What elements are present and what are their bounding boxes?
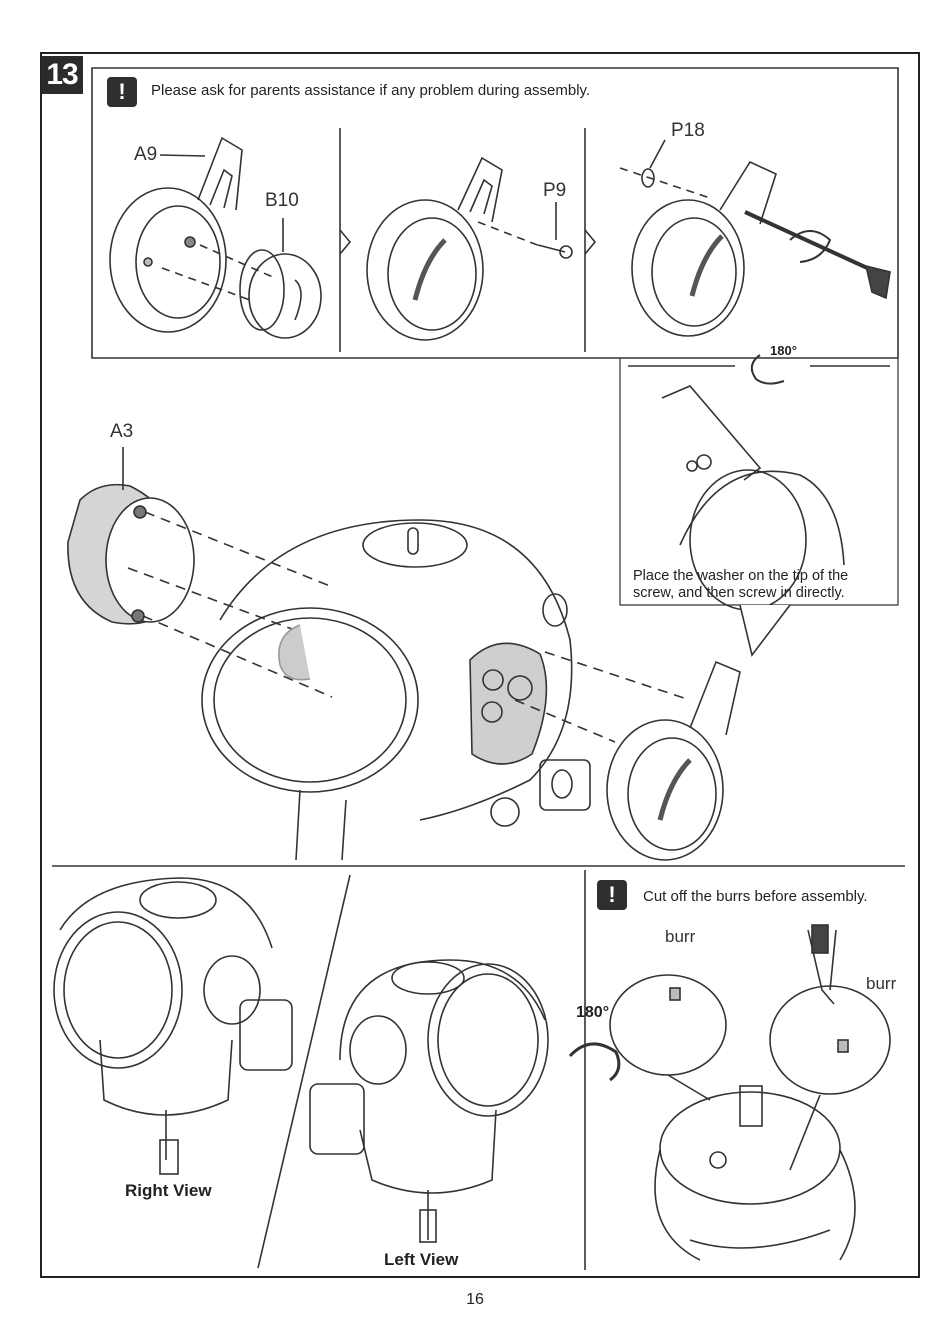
- left-view-robot: [310, 960, 548, 1242]
- part-label-a9: A9: [134, 144, 157, 166]
- exclamation-icon: !: [107, 77, 137, 107]
- p9-guide-line: [478, 222, 540, 246]
- part-label-p18: P18: [671, 120, 705, 142]
- part-label-a3: A3: [110, 421, 133, 443]
- cutter-icon: [808, 925, 836, 1004]
- left-view-label: Left View: [384, 1250, 458, 1270]
- p18-leader: [650, 140, 665, 168]
- assistance-warning-text: Please ask for parents assistance if any…: [151, 82, 590, 99]
- rotate-arrow-icon: [752, 355, 784, 384]
- chevron-2: [585, 230, 595, 254]
- a9-wheel-4: [607, 662, 740, 860]
- a9-wheel-1: [110, 138, 242, 332]
- a9-wheel-2: [367, 158, 502, 340]
- part-label-b10: B10: [265, 190, 299, 212]
- burr-closeup-left: [610, 975, 726, 1100]
- burr-label-left: burr: [665, 927, 695, 947]
- view-divider: [258, 875, 350, 1268]
- burr-warning-text: Cut off the burrs before assembly.: [643, 888, 868, 905]
- exclamation-icon: !: [597, 880, 627, 910]
- robot-base-top: [655, 1086, 855, 1260]
- burr-closeup-right: [770, 986, 890, 1170]
- rotation-label: 180°: [770, 343, 797, 358]
- right-view-label: Right View: [125, 1181, 212, 1201]
- right-view-robot: [54, 878, 292, 1174]
- callout-line-2: screw, and then screw in directly.: [633, 585, 845, 602]
- screwdriver: [745, 212, 890, 298]
- rotation-label-burr: 180°: [576, 1004, 609, 1022]
- b10-guide-lines: [162, 245, 275, 300]
- p9-screw: [538, 245, 572, 258]
- callout-pointer: [740, 605, 790, 655]
- a3-ring: [68, 485, 194, 624]
- b10-cap: [240, 250, 321, 338]
- robot-head: [202, 520, 590, 860]
- burr-label-right: burr: [866, 974, 896, 994]
- chevron-1: [340, 230, 350, 254]
- callout-line-1: Place the washer on the tip of the: [633, 568, 848, 585]
- rotate-arrow-icon-2: [570, 1044, 619, 1080]
- part-label-p9: P9: [543, 180, 566, 202]
- p18-guide-line: [620, 168, 710, 198]
- a9-wheel-3: [632, 162, 776, 336]
- page-number: 16: [0, 1291, 950, 1309]
